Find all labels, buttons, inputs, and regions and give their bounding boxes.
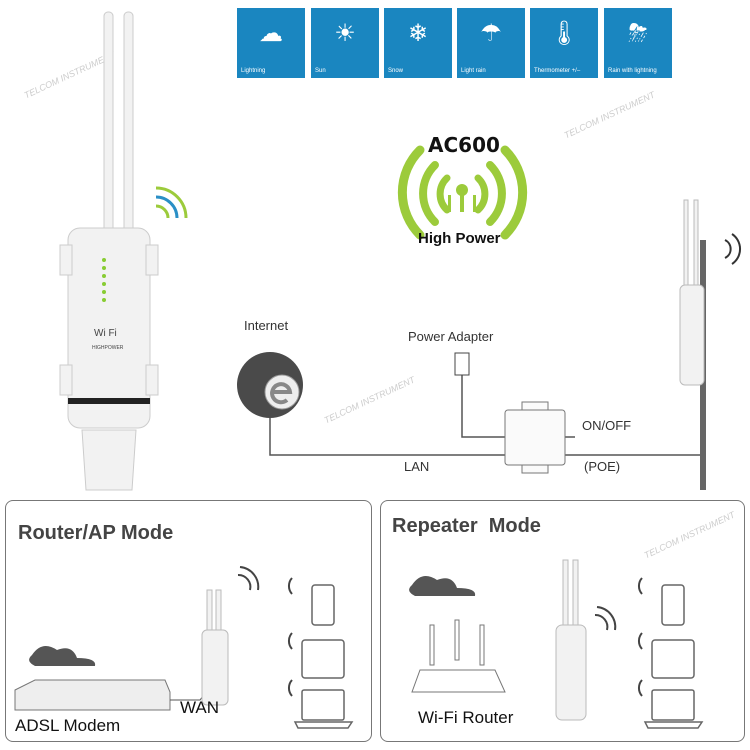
internet-globe-icon [237,352,303,418]
router-mode-ap-device [201,589,229,706]
tile-label: Sun [315,68,326,74]
tile-label: Lightning [241,68,266,74]
sun-icon: ☀ [334,20,356,47]
wifi-waves-icon [155,186,188,219]
phone-icon [661,584,685,626]
wifi-signal-badge-icon [397,145,528,240]
tile-label: Snow [388,68,404,74]
client-devices [293,584,704,729]
signal-waves-icon [237,566,643,697]
antenna-icon [448,184,476,212]
cloud-icon [29,646,96,666]
repeater-mode-panel [380,500,745,742]
badge-title: AC600 [428,133,500,157]
adsl-modem-icon [14,679,171,711]
weather-tile-snow: ❄ Snow [384,8,452,78]
router-mode-panel [5,500,372,742]
poe-label: (POE) [584,459,621,474]
signal-waves-icon [724,233,741,265]
poe-injector [504,401,566,474]
wan-label: WAN [180,698,220,717]
repeater-ap-device [555,559,587,721]
laptop-icon [301,689,345,721]
weather-tile-light-rain: ☂ Light rain [457,8,525,78]
rain-lightning-icon: ⛈ [628,20,648,47]
power-adapter-label: Power Adapter [408,329,494,344]
tile-label: Thermometer +/– [534,68,581,74]
tablet-icon [651,639,695,679]
outdoor-ap-device [59,11,159,491]
laptop-base [643,721,704,729]
tile-label: Rain with lightning [608,68,657,74]
tablet-icon [301,639,345,679]
tile-label: Light rain [461,68,486,74]
cables [269,375,700,456]
thermometer-icon: 🌡 [548,20,580,47]
phone-icon [311,584,335,626]
wifi-router-label: Wi-Fi Router [418,708,514,727]
weather-tile-lightning: ☁ Lightning [237,8,305,78]
cloud-icon [409,576,476,596]
router-mode-title: Router/AP Mode [18,522,174,544]
weather-tile-thermometer: 🌡 Thermometer +/– [530,8,598,78]
light-rain-icon: ☂ [480,20,502,47]
device-brand: Wi Fi [94,328,117,339]
power-adapter-icon [454,352,470,376]
on-off-label: ON/OFF [582,418,632,433]
weather-tile-sun: ☀ Sun [311,8,379,78]
laptop-icon [651,689,695,721]
weather-tile-rain-lightning: ⛈ Rain with lightning [604,8,672,78]
mounted-ap-device [679,199,705,386]
laptop-base [293,721,354,729]
adsl-modem-label: ADSL Modem [15,716,121,735]
lan-label: LAN [404,459,430,474]
wifi-router-icon [411,619,506,693]
repeater-mode-title: Repeater Mode [392,515,541,537]
badge-subtitle: High Power [418,230,501,247]
device-sub: HIGHPOWER [92,345,124,351]
snow-icon: ❄ [407,20,429,47]
cloud-lightning-icon: ☁ [259,20,283,47]
internet-label: Internet [244,318,289,333]
led-indicators [102,258,106,302]
